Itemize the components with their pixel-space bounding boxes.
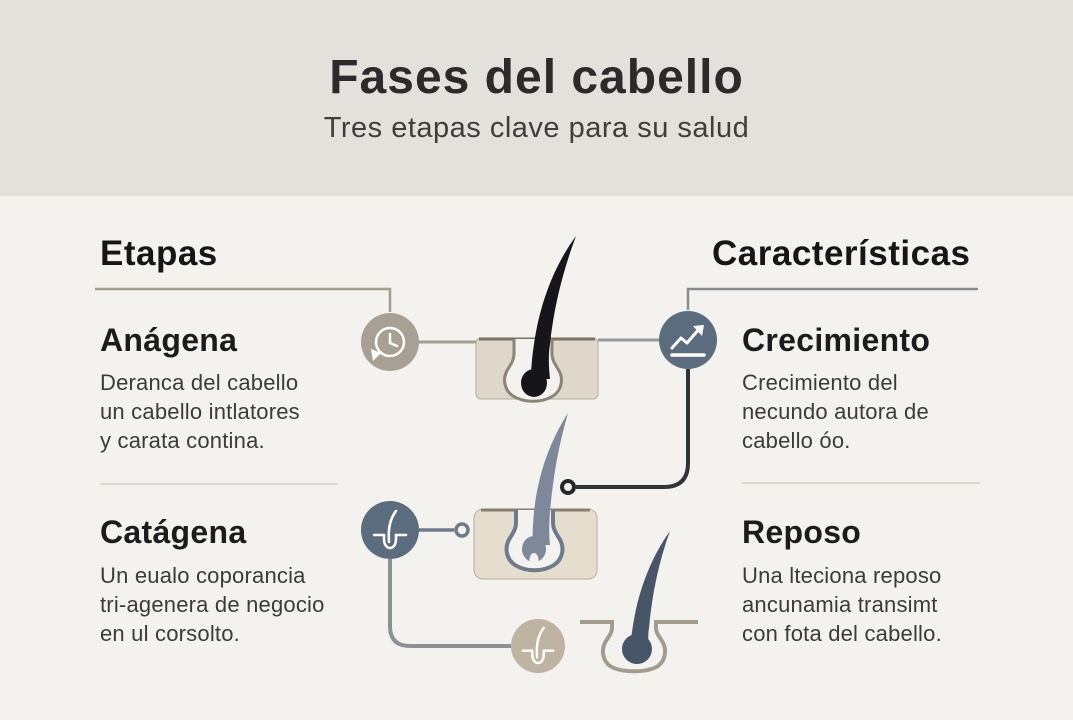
text-line: cabello óo. [742,428,851,453]
text-line: Crecimiento del [742,370,898,395]
trend-up-chart-icon [659,311,717,369]
stage-description-catagena: Un eualo coporancia tri-agenera de negoc… [100,561,325,648]
text-line: y carata contina. [100,428,265,453]
connector-dot-right [560,479,576,495]
catagena-to-bottom-icon-line [388,559,511,648]
stage-title-catagena: Catágena [100,514,247,550]
text-line: un cabello intlatores [100,399,300,424]
stage-title-anagena: Anágena [100,322,238,358]
telogen-follicle-illustration [580,531,698,674]
text-line: ancunamia transimt [742,592,938,617]
text-line: Deranca del cabello [100,370,299,395]
hair-follicle-icon-catagena [361,501,419,559]
etapas-connector-line [95,287,392,312]
chart-to-catagen-line [576,369,690,489]
text-line: necundo autora de [742,399,929,424]
caracteristicas-connector-line [686,287,978,310]
stage-description-anagena: Deranca del cabello un cabello intlatore… [100,368,300,455]
clock-history-icon [361,313,419,371]
left-divider [100,483,338,485]
stage-title-crecimiento: Crecimiento [742,322,931,358]
right-column-heading: Características [712,234,971,273]
page-subtitle: Tres etapas clave para su salud [323,112,750,144]
right-divider [742,482,980,484]
stage-title-reposo: Reposo [742,514,862,550]
text-line: en ul corsolto. [100,621,240,646]
text-line: Una lteciona reposo [742,563,942,588]
connector-dot-left [454,522,470,538]
stage-description-crecimiento: Crecimiento del necundo autora de cabell… [742,368,929,455]
text-line: Un eualo coporancia [100,563,306,588]
hair-follicle-icon-bottom [511,619,565,673]
header-band: Fases del cabello Tres etapas clave para… [0,0,1073,196]
left-column-heading: Etapas [100,234,218,273]
catagen-follicle-illustration [473,413,598,580]
page-title: Fases del cabello [329,51,744,104]
stage-description-reposo: Una lteciona reposo ancunamia transimt c… [742,561,942,648]
text-line: con fota del cabello. [742,621,942,646]
anagen-follicle-illustration [475,236,599,403]
text-line: tri-agenera de negocio [100,592,325,617]
